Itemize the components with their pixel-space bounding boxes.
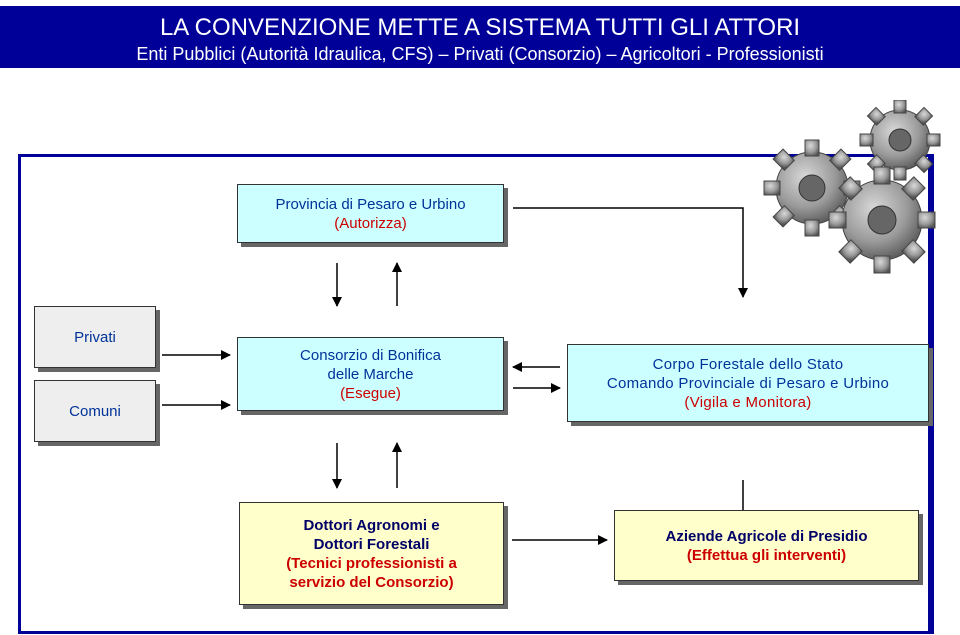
- dottori-line2: Dottori Forestali: [313, 535, 430, 553]
- diagram-frame-right-edge: [928, 154, 934, 634]
- dottori-line3: (Tecnici professionisti a: [286, 554, 457, 572]
- aziende-box: Aziende Agricole di Presidio (Effettua g…: [614, 510, 919, 581]
- consorzio-name-line2: delle Marche: [327, 365, 414, 383]
- arrow-provincia-to-forestale: [513, 207, 748, 298]
- aziende-role: (Effettua gli interventi): [686, 546, 847, 564]
- privati-label: Privati: [74, 328, 116, 346]
- header-banner: LA CONVENZIONE METTE A SISTEMA TUTTI GLI…: [0, 6, 960, 68]
- provincia-name: Provincia di Pesaro e Urbino: [275, 195, 466, 213]
- consorzio-name-line1: Consorzio di Bonifica: [300, 346, 441, 364]
- provincia-box: Provincia di Pesaro e Urbino (Autorizza): [237, 184, 504, 243]
- dottori-box: Dottori Agronomi e Dottori Forestali (Te…: [239, 502, 504, 605]
- forestale-command: Comando Provinciale di Pesaro e Urbino: [606, 374, 890, 392]
- comuni-label: Comuni: [69, 402, 121, 420]
- dottori-line1: Dottori Agronomi e: [303, 516, 440, 534]
- diagram-frame: [18, 154, 931, 634]
- page-subtitle: Enti Pubblici (Autorità Idraulica, CFS) …: [136, 44, 824, 64]
- privati-box: Privati: [34, 306, 156, 368]
- consorzio-role: (Esegue): [340, 384, 401, 402]
- dottori-line4: servizio del Consorzio): [289, 573, 454, 591]
- forestale-role: (Vigila e Monitora): [684, 393, 812, 411]
- forestale-name: Corpo Forestale dello Stato: [652, 355, 844, 373]
- comuni-box: Comuni: [34, 380, 156, 442]
- provincia-role: (Autorizza): [334, 214, 407, 232]
- gears-icon: [763, 100, 941, 274]
- aziende-name: Aziende Agricole di Presidio: [665, 527, 868, 545]
- corpo-forestale-box: Corpo Forestale dello Stato Comando Prov…: [567, 344, 929, 422]
- consorzio-box: Consorzio di Bonifica delle Marche (Eseg…: [237, 337, 504, 411]
- page-title: LA CONVENZIONE METTE A SISTEMA TUTTI GLI…: [159, 14, 801, 41]
